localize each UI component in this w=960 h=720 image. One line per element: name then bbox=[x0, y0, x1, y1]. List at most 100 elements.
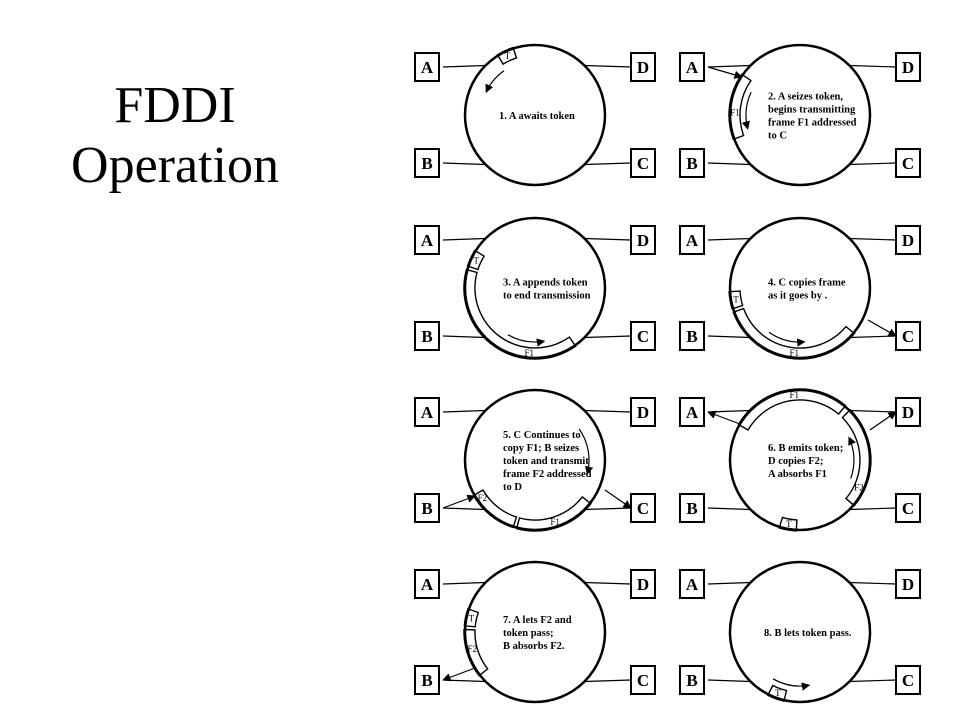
step-caption-line: to C bbox=[768, 131, 787, 142]
station-label-c: C bbox=[902, 671, 914, 690]
station-link bbox=[707, 507, 751, 511]
station-box bbox=[630, 665, 656, 695]
station-box bbox=[895, 397, 921, 427]
slide-title: FDDI Operation bbox=[40, 76, 310, 196]
token-mark bbox=[466, 249, 486, 271]
title-line-2: Operation bbox=[71, 137, 279, 194]
station-box bbox=[630, 569, 656, 599]
station-label-c: C bbox=[637, 154, 649, 173]
station-box bbox=[895, 665, 921, 695]
station-label-a: A bbox=[421, 231, 434, 250]
station-arrow bbox=[867, 319, 897, 337]
station-link bbox=[442, 162, 486, 166]
station-label-d: D bbox=[637, 231, 649, 250]
station-link bbox=[707, 335, 751, 339]
station-box bbox=[895, 569, 921, 599]
station-link bbox=[584, 581, 632, 585]
step-caption-line: frame F2 addressed bbox=[503, 469, 592, 480]
flow-arrow bbox=[485, 70, 505, 93]
token-label: T bbox=[505, 51, 511, 61]
step-caption-8: 8. B lets token pass. bbox=[764, 628, 852, 639]
frame-label-f1: F1 bbox=[525, 348, 535, 358]
token-label: T bbox=[733, 294, 739, 304]
step-caption-line: 8. B lets token pass. bbox=[764, 628, 852, 639]
token-mark bbox=[766, 684, 788, 703]
station-link bbox=[707, 581, 751, 585]
step-caption-line: A absorbs F1 bbox=[768, 469, 827, 480]
station-box bbox=[414, 148, 440, 178]
station-link bbox=[442, 581, 486, 585]
flow-arrow bbox=[772, 678, 811, 691]
token-mark bbox=[496, 46, 518, 66]
frame-band bbox=[737, 388, 847, 431]
station-link bbox=[584, 237, 632, 241]
frame-label-f1: F1 bbox=[790, 348, 800, 358]
frame-band bbox=[463, 268, 577, 360]
frame-band bbox=[472, 489, 518, 529]
frame-band bbox=[728, 73, 752, 141]
step-caption-line: 3. A appends token bbox=[503, 278, 588, 289]
station-label-c: C bbox=[902, 327, 914, 346]
frame-band bbox=[463, 628, 489, 677]
station-link bbox=[584, 409, 632, 413]
station-label-a: A bbox=[421, 403, 434, 422]
flow-arrow bbox=[768, 331, 806, 347]
title-line-1: FDDI bbox=[114, 77, 236, 134]
station-arrow bbox=[707, 66, 743, 79]
station-box bbox=[679, 225, 705, 255]
station-link bbox=[707, 409, 751, 413]
token-label: T bbox=[786, 519, 792, 529]
station-label-d: D bbox=[637, 575, 649, 594]
station-box bbox=[414, 321, 440, 351]
flow-arrow bbox=[741, 91, 752, 130]
station-label-d: D bbox=[902, 231, 914, 250]
step-caption-line: 1. A awaits token bbox=[499, 111, 575, 122]
station-link bbox=[849, 507, 897, 511]
station-link bbox=[849, 409, 897, 413]
station-box bbox=[630, 493, 656, 523]
ring bbox=[728, 216, 872, 360]
station-link bbox=[849, 679, 897, 683]
station-label-c: C bbox=[637, 499, 649, 518]
station-label-b: B bbox=[686, 499, 697, 518]
frame-band bbox=[515, 495, 592, 532]
station-link bbox=[584, 679, 632, 683]
ring bbox=[463, 560, 607, 704]
station-link bbox=[707, 237, 751, 241]
step-caption-line: 5. C Continues to bbox=[503, 430, 581, 441]
step-caption-line: 2. A seizes token, bbox=[768, 92, 843, 103]
station-link bbox=[849, 581, 897, 585]
station-label-b: B bbox=[686, 327, 697, 346]
station-link bbox=[849, 335, 897, 339]
frame-label-f2: F2 bbox=[467, 644, 477, 654]
station-box bbox=[414, 52, 440, 82]
station-box bbox=[630, 397, 656, 427]
station-arrow bbox=[604, 489, 632, 509]
station-box bbox=[414, 493, 440, 523]
token-label: T bbox=[473, 256, 479, 266]
step-caption-line: 7. A lets F2 and bbox=[503, 615, 572, 626]
station-link bbox=[442, 679, 486, 683]
station-box bbox=[679, 569, 705, 599]
ring bbox=[728, 560, 872, 704]
station-link bbox=[584, 64, 632, 68]
station-label-c: C bbox=[637, 671, 649, 690]
step-caption-line: copy F1; B seizes bbox=[503, 443, 579, 454]
station-box bbox=[414, 569, 440, 599]
station-box bbox=[630, 52, 656, 82]
step-caption-line: 6. B emits token; bbox=[768, 443, 843, 454]
step-caption-line: token and transmit bbox=[503, 456, 589, 467]
station-box bbox=[679, 493, 705, 523]
station-arrow bbox=[442, 494, 476, 509]
step-caption-line: begins transmitting bbox=[768, 105, 856, 116]
station-label-d: D bbox=[902, 58, 914, 77]
station-box bbox=[630, 148, 656, 178]
frame-label-f1: F1 bbox=[730, 108, 740, 118]
station-box bbox=[895, 493, 921, 523]
step-caption-line: to D bbox=[503, 482, 522, 493]
